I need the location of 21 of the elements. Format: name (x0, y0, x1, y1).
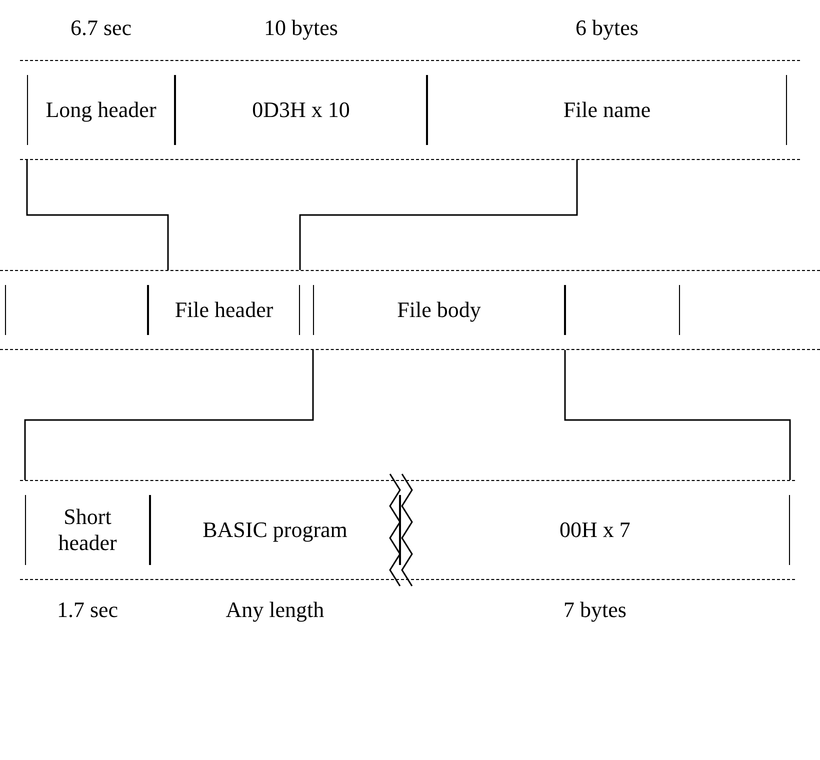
size-label: 10 bytes (263, 15, 339, 41)
expansion-line (24, 349, 791, 481)
field-label: 0D3H x 10 (251, 97, 351, 123)
field-label: BASIC program (202, 517, 348, 543)
field-label: Short header (57, 504, 118, 556)
size-label: 1.7 sec (56, 597, 120, 623)
size-label: 6 bytes (574, 15, 640, 41)
empty-cell (5, 285, 148, 335)
file-header-cell (148, 285, 300, 335)
size-label: Any length (224, 597, 326, 623)
field-label: 00H x 7 (558, 517, 632, 543)
field-label: File name (562, 97, 652, 123)
field-label: File body (396, 297, 482, 323)
size-label: 6.7 sec (69, 15, 133, 41)
expansion-line (26, 159, 578, 271)
field-label: Long header (44, 97, 158, 123)
empty-cell (565, 285, 680, 335)
size-label: 7 bytes (562, 597, 628, 623)
file-body-cell (313, 285, 565, 335)
record-band (0, 270, 820, 350)
field-label: File header (174, 297, 274, 323)
